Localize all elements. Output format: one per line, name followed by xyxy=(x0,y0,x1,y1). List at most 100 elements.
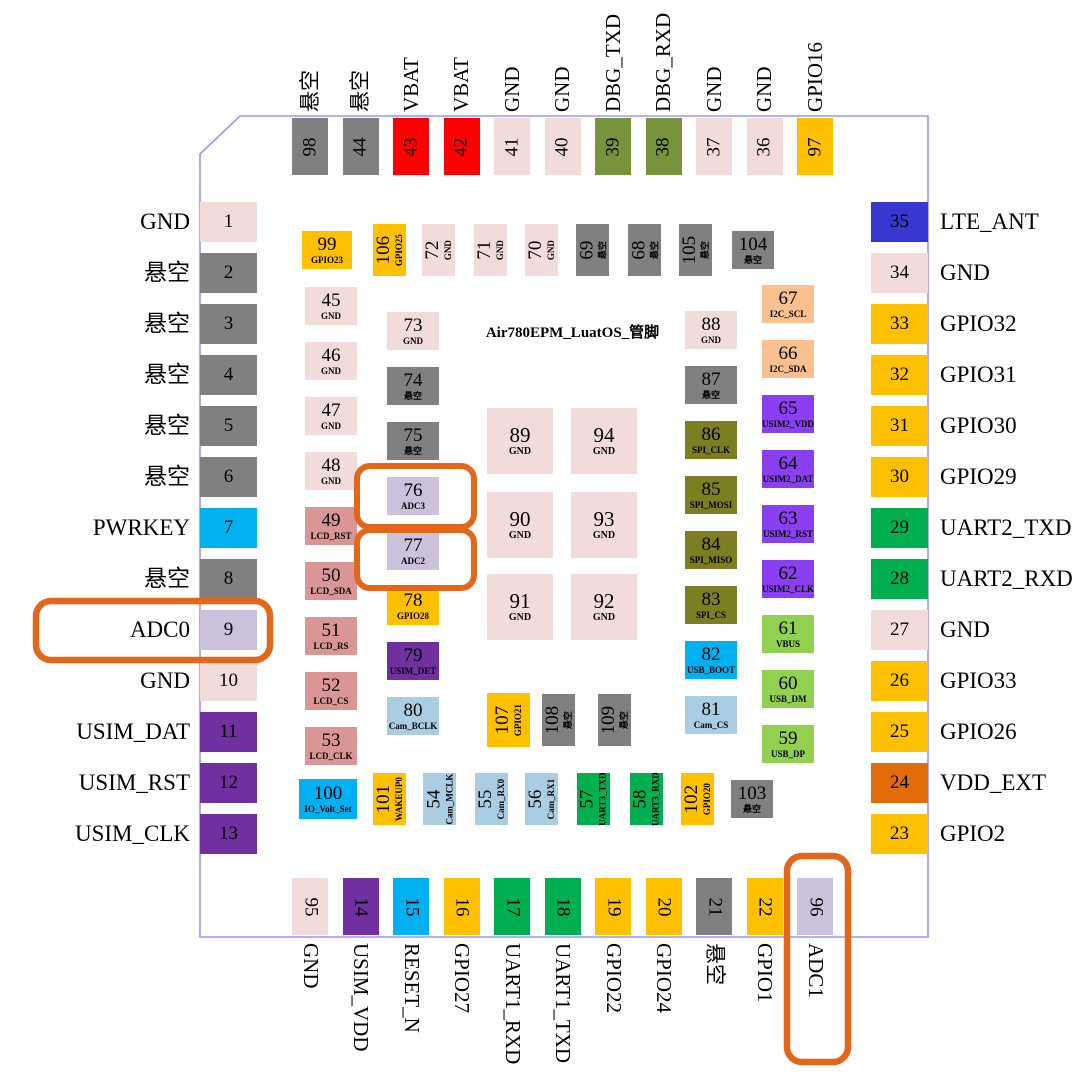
pin-19-label: GPIO22 xyxy=(601,943,626,1014)
pad-47-signal: GND xyxy=(321,420,341,431)
pad-49-number: 49 xyxy=(321,509,341,531)
pin-21-label: 悬空 xyxy=(702,943,727,985)
pad-24: 24 xyxy=(871,763,928,803)
pad-49-signal: LCD_RST xyxy=(310,530,352,541)
pad-9: 9 xyxy=(200,610,257,650)
pad-48-signal: GND xyxy=(321,475,341,486)
pad-99-number: 99 xyxy=(317,233,337,255)
pad-1-number: 1 xyxy=(223,211,234,233)
pad-59-number: 59 xyxy=(778,727,798,749)
pad-26-number: 26 xyxy=(890,670,909,692)
pad-29-number: 29 xyxy=(890,517,909,539)
pad-108-number: 108 xyxy=(541,705,563,735)
pad-11-number: 11 xyxy=(219,721,238,743)
pin-9-label: ADC0 xyxy=(129,617,190,642)
pad-53-number: 53 xyxy=(321,729,341,751)
pad-69-signal: 悬空 xyxy=(596,241,607,260)
pad-87-signal: 悬空 xyxy=(701,389,720,400)
pad-103-number: 103 xyxy=(737,782,767,804)
pad-42: 42 xyxy=(443,118,480,175)
pad-107-number: 107 xyxy=(491,705,513,735)
pin-41-label: GND xyxy=(499,66,524,113)
pad-100-signal: IO_Volt_Set xyxy=(304,803,352,814)
pin-12-label: USIM_RST xyxy=(78,770,190,795)
pin-26-label: GPIO33 xyxy=(940,668,1017,693)
pad-45-signal: GND xyxy=(321,310,341,321)
pad-78-signal: GPIO28 xyxy=(396,610,429,621)
pin-37-label: GND xyxy=(701,66,726,113)
pin-18-label: UART1_TXD xyxy=(551,943,575,1064)
pad-109-number: 109 xyxy=(597,705,619,735)
pad-27: 27 xyxy=(871,610,928,650)
pad-45-number: 45 xyxy=(321,289,341,311)
pad-57-number: 57 xyxy=(576,789,598,809)
pin-2-label: 悬空 xyxy=(144,260,190,285)
pin-27-label: GND xyxy=(940,617,990,642)
pad-101-number: 101 xyxy=(372,784,394,814)
pad-87-number: 87 xyxy=(701,368,721,390)
pad-106-signal: GPIO25 xyxy=(393,233,404,267)
pad-81-signal: Cam_CS xyxy=(693,719,729,730)
pad-46-number: 46 xyxy=(321,344,341,366)
pad-103-signal: 悬空 xyxy=(742,803,761,814)
pin-44-label: 悬空 xyxy=(348,70,372,112)
pad-30-number: 30 xyxy=(890,466,909,488)
pad-95-number: 95 xyxy=(299,897,321,916)
pin-11-label: USIM_DAT xyxy=(76,719,190,744)
pad-81-number: 81 xyxy=(701,698,721,720)
pad-91-signal: GND xyxy=(508,612,532,624)
pad-65-signal: USIM2_VDD xyxy=(762,418,815,429)
pad-93-number: 93 xyxy=(593,507,615,532)
pad-86-number: 86 xyxy=(701,423,721,445)
pad-18-number: 18 xyxy=(552,897,574,916)
pad-86-signal: SPI_CLK xyxy=(691,444,730,455)
pad-11: 11 xyxy=(200,712,257,752)
pad-64-number: 64 xyxy=(778,452,798,474)
pad-107-signal: GPIO21 xyxy=(512,703,523,737)
pad-19-number: 19 xyxy=(602,897,624,916)
pad-58-number: 58 xyxy=(629,789,651,809)
pad-44: 44 xyxy=(342,118,379,175)
pad-35: 35 xyxy=(871,202,928,242)
pad-15: 15 xyxy=(393,878,429,935)
pad-85-signal: SPI_MOSI xyxy=(689,499,733,510)
pad-58-signal: UART3_RXD xyxy=(650,772,661,826)
pad-106-number: 106 xyxy=(372,235,394,265)
pad-84-signal: SPI_MISO xyxy=(689,554,733,565)
pin-43-label: VBAT xyxy=(398,57,423,112)
pad-92-number: 92 xyxy=(593,589,615,614)
pad-4: 4 xyxy=(200,355,257,395)
pad-95: 95 xyxy=(292,878,328,935)
pin-95-label: GND xyxy=(298,943,323,989)
pad-28-number: 28 xyxy=(890,568,909,590)
pin-23-label: GPIO2 xyxy=(940,821,1006,846)
pad-25: 25 xyxy=(871,712,928,752)
pad-23-number: 23 xyxy=(890,823,909,845)
pad-19: 19 xyxy=(595,878,631,935)
pin-3-label: 悬空 xyxy=(144,311,190,336)
pin-29-label: UART2_TXD xyxy=(940,515,1072,540)
chip-title: Air780EPM_LuatOS_管脚 xyxy=(485,325,660,341)
